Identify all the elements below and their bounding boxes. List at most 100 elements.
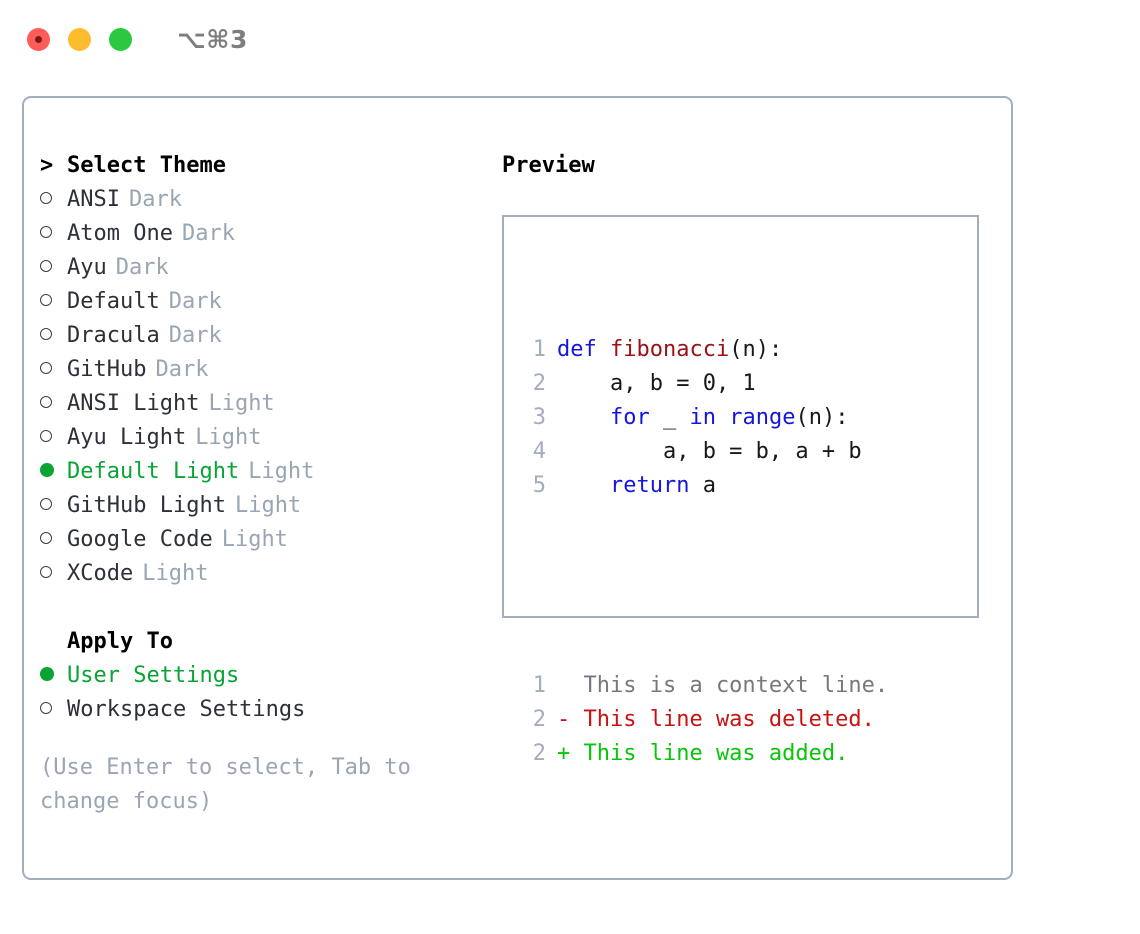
close-button-icon[interactable] xyxy=(27,27,50,51)
diff-line-1: 2- This line was deleted. xyxy=(520,703,888,737)
radio-unselected-icon xyxy=(40,498,52,510)
line-number: 2 xyxy=(532,707,546,732)
theme-item-label: XCode xyxy=(67,561,134,586)
theme-item-2[interactable]: Ayu Dark xyxy=(40,251,495,285)
theme-item-label: Default Light xyxy=(67,459,240,484)
theme-item-label: Ayu xyxy=(67,255,107,280)
code-line-1: 2 a, b = 0, 1 xyxy=(520,367,888,401)
radio-marker xyxy=(40,285,67,319)
code-token-plain: _ xyxy=(649,405,690,430)
radio-marker xyxy=(40,387,67,421)
diff-block: 1 This is a context line.2- This line wa… xyxy=(520,669,888,771)
radio-marker xyxy=(40,353,67,387)
theme-category-tag: Light xyxy=(195,425,262,450)
theme-category-tag: Dark xyxy=(181,221,235,246)
radio-unselected-icon xyxy=(40,362,52,374)
radio-marker xyxy=(40,421,67,455)
code-line-3: 4 a, b = b, a + b xyxy=(520,435,888,469)
theme-category-tag: Light xyxy=(142,561,209,586)
apply-to-item-0[interactable]: User Settings xyxy=(40,659,495,693)
keyboard-shortcut-label: ⌥⌘3 xyxy=(177,24,248,54)
code-token-kw: for xyxy=(609,405,650,430)
code-token-kw: range xyxy=(729,405,796,430)
diff-line-0: 1 This is a context line. xyxy=(520,669,888,703)
radio-unselected-icon xyxy=(40,702,52,714)
line-number: 4 xyxy=(532,439,546,464)
theme-category-tag: Dark xyxy=(168,323,222,348)
minimize-button-icon[interactable] xyxy=(68,27,91,51)
keyboard-hint-text: (Use Enter to select, Tab to change focu… xyxy=(40,755,411,814)
code-token-plain: (n): xyxy=(729,337,783,362)
line-number: 1 xyxy=(532,337,546,362)
theme-item-label: Atom One xyxy=(67,221,173,246)
code-token-plain xyxy=(557,469,610,503)
radio-marker xyxy=(40,659,67,693)
code-token-kw: def xyxy=(557,337,610,362)
select-theme-heading: > Select Theme xyxy=(40,149,495,183)
theme-item-4[interactable]: Dracula Dark xyxy=(40,319,495,353)
radio-unselected-icon xyxy=(40,328,52,340)
code-token-kw: return xyxy=(609,473,690,498)
preview-title: Preview xyxy=(502,153,595,178)
select-theme-title: Select Theme xyxy=(67,153,226,178)
radio-marker xyxy=(40,557,67,591)
theme-item-label: ANSI xyxy=(67,187,120,212)
window-controls xyxy=(27,27,132,51)
theme-item-6[interactable]: ANSI Light Light xyxy=(40,387,495,421)
radio-selected-icon xyxy=(40,463,54,477)
theme-category-tag: Light xyxy=(248,459,315,484)
apply-to-item-label: Workspace Settings xyxy=(67,697,306,722)
theme-item-label: GitHub Light xyxy=(67,493,226,518)
theme-item-label: Default xyxy=(67,289,160,314)
maximize-button-icon[interactable] xyxy=(109,27,132,51)
apply-to-item-label: User Settings xyxy=(67,663,240,688)
radio-marker xyxy=(40,523,67,557)
theme-item-label: ANSI Light xyxy=(67,391,200,416)
list-spacer xyxy=(40,591,495,625)
theme-category-tag: Light xyxy=(208,391,275,416)
code-token-plain xyxy=(557,401,610,435)
theme-category-tag: Dark xyxy=(115,255,169,280)
code-token-kw: in xyxy=(689,405,716,430)
title-bar: ⌥⌘3 xyxy=(0,0,1140,78)
line-number: 1 xyxy=(532,673,546,698)
code-line-2: 3 for _ in range(n): xyxy=(520,401,888,435)
radio-unselected-icon xyxy=(40,430,52,442)
theme-item-1[interactable]: Atom One Dark xyxy=(40,217,495,251)
code-token-plain: a, b = b, a + b xyxy=(557,439,862,464)
apply-to-heading: Apply To xyxy=(40,625,495,659)
apply-to-item-1[interactable]: Workspace Settings xyxy=(40,693,495,727)
code-diff-separator xyxy=(520,571,888,601)
radio-marker xyxy=(40,455,67,489)
code-token-plain xyxy=(716,401,729,435)
theme-item-8[interactable]: Default Light Light xyxy=(40,455,495,489)
diff-text-ctx: This is a context line. xyxy=(557,673,889,698)
theme-category-tag: Dark xyxy=(168,289,222,314)
radio-unselected-icon xyxy=(40,260,52,272)
theme-item-11[interactable]: XCode Light xyxy=(40,557,495,591)
theme-item-3[interactable]: Default Dark xyxy=(40,285,495,319)
line-number: 3 xyxy=(532,405,546,430)
code-token-plain: (n): xyxy=(795,405,849,430)
line-number: 2 xyxy=(532,371,546,396)
line-number: 5 xyxy=(532,473,546,498)
theme-item-label: Google Code xyxy=(67,527,213,552)
line-number: 2 xyxy=(532,741,546,766)
theme-item-label: Dracula xyxy=(67,323,160,348)
radio-unselected-icon xyxy=(40,532,52,544)
radio-unselected-icon xyxy=(40,566,52,578)
